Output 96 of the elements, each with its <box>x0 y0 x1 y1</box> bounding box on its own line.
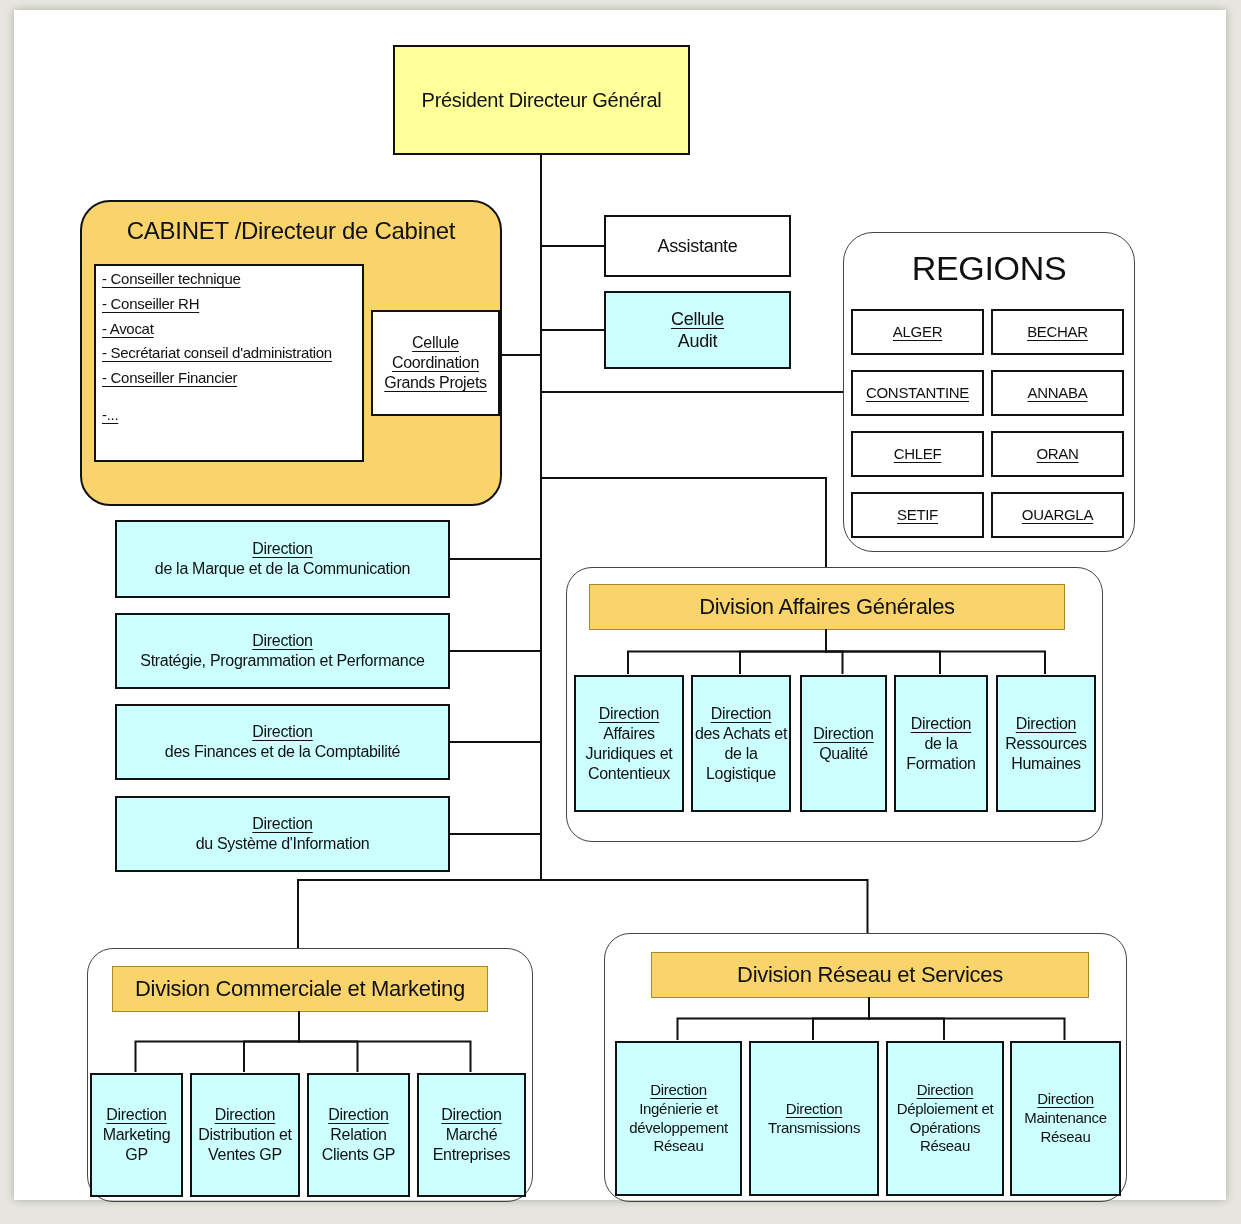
list-item: -... <box>102 405 119 425</box>
box-label: Marché Entreprises <box>431 1125 512 1165</box>
department-box <box>749 1041 879 1196</box>
department-box <box>417 1073 526 1197</box>
department-box <box>996 675 1096 812</box>
department-box <box>1010 1041 1121 1196</box>
box-label: Ressources Humaines <box>1004 733 1088 774</box>
box-label: Ingénierie et développement Réseau <box>628 1099 729 1156</box>
box-label: de la Formation <box>905 733 977 774</box>
advisor-list-box <box>94 264 364 462</box>
box-label: ORAN <box>1036 444 1079 464</box>
box-label: des Finances et de la Comptabilité <box>164 742 401 762</box>
box-heading: Direction <box>214 1105 276 1125</box>
division-header-bar <box>112 966 488 1012</box>
box-label: du Système d'Information <box>195 834 370 854</box>
box-heading: Direction <box>441 1105 502 1125</box>
region-box <box>851 431 984 477</box>
box-label: Division Commerciale et Marketing <box>135 975 465 1003</box>
box-heading: Direction <box>650 1081 707 1100</box>
department-box <box>115 704 450 780</box>
department-box <box>615 1041 742 1196</box>
region-box <box>851 370 984 416</box>
region-box <box>851 309 984 355</box>
box-label: Président Directeur Général <box>421 87 662 113</box>
list-item: - Conseiller RH <box>102 294 200 314</box>
box-heading: Direction <box>252 814 313 834</box>
box-label: Transmissions <box>767 1118 861 1138</box>
list-item: - Secrétariat conseil d'administration <box>102 344 332 363</box>
box-label: Marketing GP <box>101 1125 172 1165</box>
box-heading: Cellule <box>671 307 724 330</box>
box-label: Qualité <box>819 743 868 764</box>
box-label: Audit <box>677 330 718 353</box>
box-label: Cellule Coordination Grands Projets <box>383 333 488 393</box>
box-label: REGIONS <box>911 248 1067 289</box>
box-label: Maintenance Réseau <box>1023 1109 1108 1147</box>
box-heading: Direction <box>598 703 660 724</box>
regions-panel <box>843 232 1135 552</box>
box-label: ANNABA <box>1027 383 1088 403</box>
box-label: Relation Clients GP <box>320 1125 397 1165</box>
box-label: Distribution et Ventes GP <box>197 1125 293 1165</box>
division-header-bar <box>589 584 1065 630</box>
cabinet-panel <box>80 200 502 506</box>
box-label: CONSTANTINE <box>865 383 970 403</box>
box-label: CHLEF <box>893 444 942 464</box>
box-heading: Direction <box>1037 1090 1094 1110</box>
box-label: Assistante <box>657 234 738 258</box>
division-panel <box>87 948 533 1202</box>
region-box <box>851 492 984 538</box>
division-panel <box>604 933 1127 1202</box>
box-heading: Direction <box>785 1099 843 1119</box>
box-heading: Direction <box>252 631 313 651</box>
unit-box <box>604 291 791 369</box>
department-box <box>90 1073 183 1197</box>
executive-box <box>393 45 690 155</box>
box-label: de la Marque et de la Communication <box>154 559 411 579</box>
department-box <box>800 675 887 812</box>
division-header-bar <box>651 952 1089 998</box>
department-box <box>190 1073 300 1197</box>
box-heading: Direction <box>106 1105 167 1125</box>
box-label: Division Réseau et Services <box>737 961 1003 989</box>
list-item: - Conseiller technique <box>102 270 241 289</box>
region-box <box>991 370 1124 416</box>
box-label: Division Affaires Générales <box>699 593 955 621</box>
department-box <box>115 613 450 689</box>
box-heading: Direction <box>910 713 972 734</box>
box-label: BECHAR <box>1027 322 1088 342</box>
list-item: - Avocat <box>102 319 154 339</box>
region-box <box>991 492 1124 538</box>
box-heading: Direction <box>1015 713 1077 734</box>
box-heading: Direction <box>328 1105 389 1125</box>
box-label: OUARGLA <box>1021 505 1094 525</box>
list-item: - Conseiller Financier <box>102 369 238 388</box>
box-heading: Direction <box>252 722 313 742</box>
department-box <box>886 1041 1004 1196</box>
department-box <box>691 675 791 812</box>
box-heading: Direction <box>252 539 313 559</box>
department-box <box>115 796 450 872</box>
box-label: CABINET /Directeur de Cabinet <box>126 216 456 246</box>
region-box <box>991 431 1124 477</box>
box-label: Affaires Juridiques et Contentieux <box>584 723 674 784</box>
unit-box <box>604 215 791 277</box>
department-box <box>307 1073 410 1197</box>
box-heading: Direction <box>916 1081 974 1100</box>
box-label: ALGER <box>892 322 943 342</box>
department-box <box>574 675 684 812</box>
region-box <box>991 309 1124 355</box>
division-panel <box>566 567 1103 842</box>
box-label: Stratégie, Programmation et Performance <box>140 651 425 671</box>
box-label: des Achats et de la Logistique <box>693 723 789 784</box>
department-box <box>894 675 988 812</box>
box-heading: Direction <box>710 703 772 724</box>
department-box <box>115 520 450 598</box>
box-heading: Direction <box>813 723 874 744</box>
unit-box <box>371 310 500 416</box>
box-label: Déploiement et Opérations Réseau <box>895 1099 995 1156</box>
box-label: SETIF <box>897 505 938 525</box>
